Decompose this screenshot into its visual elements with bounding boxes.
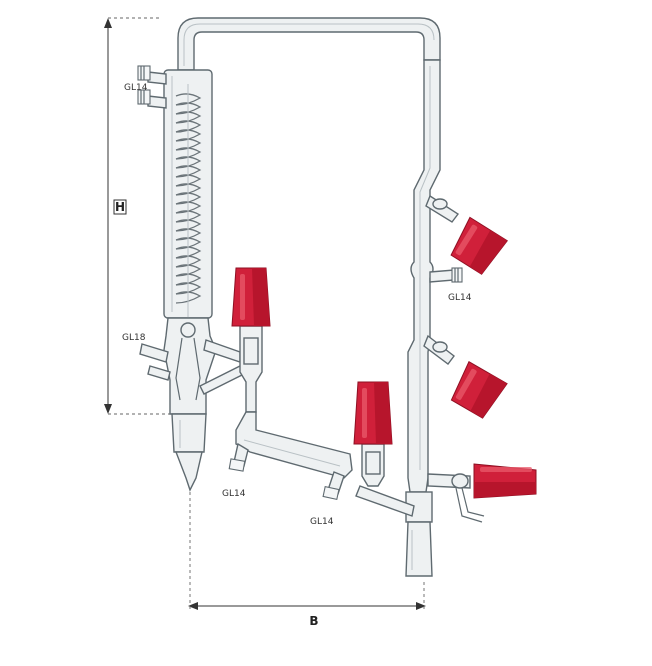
coil-condenser-icon — [175, 84, 202, 318]
mid-right-gl14-label: GL14 — [448, 293, 472, 303]
left-stopcock[interactable] — [231, 267, 271, 327]
right-upper-stopcock-arm — [425, 194, 508, 276]
lower-ground-joint — [171, 413, 207, 453]
bottom-mid-thread — [322, 486, 340, 500]
height-arrow-bottom — [104, 404, 112, 414]
height-label-box — [113, 199, 127, 215]
coil-winding — [175, 264, 202, 277]
height-dimension: H — [104, 17, 182, 415]
bottom-mid-gl14-label: GL14 — [310, 517, 334, 527]
bridge-tube-highlight — [183, 23, 435, 66]
coil-winding — [175, 147, 202, 160]
right-gl14-side-tube: GL14 — [429, 267, 472, 303]
drip-tip — [174, 451, 203, 492]
coil-winding — [175, 120, 202, 133]
coil-winding — [175, 183, 202, 196]
right-middle-stopcock-arm — [423, 334, 508, 420]
width-label: B — [309, 614, 318, 628]
middle-to-column-tube — [355, 485, 415, 517]
gl18-side-arm — [139, 343, 169, 363]
condenser-lower-inlet — [147, 95, 167, 109]
side-tube-thread — [451, 267, 463, 283]
height-label: H — [115, 200, 125, 214]
coil-winding — [175, 102, 202, 115]
middle-stopcock[interactable] — [448, 360, 508, 420]
bridge-tube-body — [177, 17, 441, 71]
height-arrow-top — [104, 18, 112, 28]
condenser-lower-body: GL18 — [122, 317, 217, 492]
upper-arm-plug — [432, 198, 448, 210]
coil-winding — [175, 210, 202, 223]
coil-winding — [175, 291, 202, 304]
coil-winding — [175, 201, 202, 214]
coil-winding — [175, 111, 202, 124]
coil-winding — [175, 192, 202, 205]
left-stopcock-assembly — [231, 267, 271, 413]
coil-condenser: GL14 — [124, 65, 213, 319]
coil-winding — [175, 174, 202, 187]
side-tube-body — [429, 269, 455, 283]
right-lower-stopcock-arm — [427, 463, 537, 523]
bottom-left-thread — [228, 458, 246, 472]
lower-arm-drip-tip — [461, 487, 485, 517]
middle-stopcock-plug — [365, 451, 381, 475]
top-gl14-label: GL14 — [124, 83, 148, 93]
coil-winding — [175, 273, 202, 286]
coil-winding — [175, 237, 202, 250]
left-gl18-label: GL18 — [122, 333, 146, 343]
coil-winding — [175, 282, 202, 295]
middle-stopcock-assembly — [353, 381, 415, 517]
width-dimension: B — [188, 492, 426, 628]
coil-winding — [175, 219, 202, 232]
lower-body-valve-ball — [180, 322, 196, 338]
lower-connecting-tube: GL14 GL14 — [222, 411, 353, 527]
right-column-highlight — [419, 66, 431, 470]
coil-winding — [175, 228, 202, 241]
bottom-left-gl14-label: GL14 — [222, 489, 246, 499]
coil-winding — [175, 93, 202, 106]
lower-arm-plug — [451, 473, 469, 489]
right-bottom-joint — [405, 521, 433, 577]
coil-winding — [175, 138, 202, 151]
gl18-side-arm-lower — [147, 365, 171, 381]
condenser-upper-inlet — [147, 71, 167, 85]
upper-stopcock[interactable] — [448, 216, 508, 276]
right-column — [405, 59, 441, 577]
coil-winding — [175, 246, 202, 259]
coil-winding — [175, 165, 202, 178]
top-bridge-tube — [177, 17, 441, 71]
middle-arm-plug — [432, 341, 448, 353]
lower-stopcock[interactable] — [473, 463, 537, 499]
width-arrow-left — [188, 602, 198, 610]
width-arrow-right — [416, 602, 426, 610]
connecting-tube-body — [235, 411, 353, 479]
coil-winding — [175, 129, 202, 142]
left-stopcock-plug — [243, 337, 259, 365]
coil-winding — [175, 255, 202, 268]
middle-lower-stopcock[interactable] — [353, 381, 393, 445]
coil-winding — [175, 156, 202, 169]
